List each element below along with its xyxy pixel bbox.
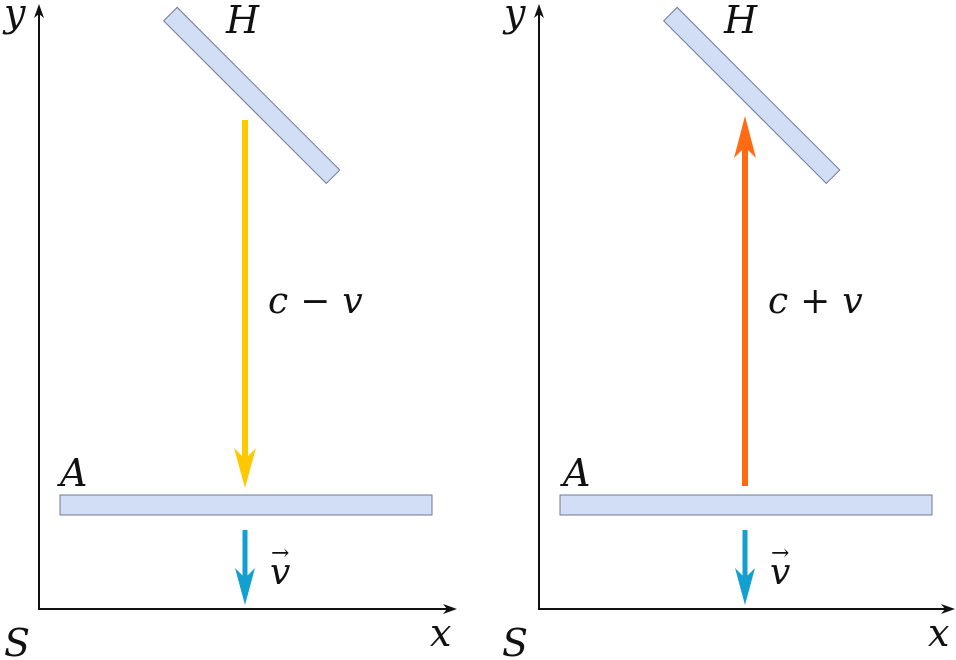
coordinate-axes (534, 4, 955, 614)
light-beam-down (234, 120, 256, 488)
y-axis-label: y (2, 0, 26, 35)
frame-label: S (502, 621, 528, 660)
beam-speed-operator: − (300, 281, 330, 322)
x-axis-label: x (928, 611, 949, 655)
beam-speed-label: c−v (268, 281, 363, 322)
mirror-h-label: H (723, 0, 758, 42)
velocity-arrow (735, 530, 755, 605)
beam-speed-c: c (768, 281, 788, 322)
light-beam-up (734, 116, 756, 486)
mirror-a-plate (59, 494, 433, 516)
x-axis-arrowhead (941, 604, 955, 614)
mirror-h-label: H (225, 0, 260, 42)
y-axis-arrowhead (534, 4, 544, 18)
mirror-h-plate (162, 6, 341, 185)
velocity-letter: v (770, 552, 790, 593)
velocity-arrowhead (235, 568, 255, 605)
x-axis-arrowhead (443, 604, 457, 614)
y-axis-arrowhead (34, 4, 44, 18)
beam-speed-v: v (842, 281, 862, 322)
beam-speed-label: c + v (768, 281, 863, 322)
mirror-a-plate (559, 494, 933, 516)
x-axis-label: x (430, 611, 451, 655)
velocity-arrow (235, 530, 255, 605)
beam-arrowhead (734, 116, 756, 158)
velocity-vector-arrow: → (271, 541, 289, 566)
panel-right: y x S H c + v A v → (502, 0, 955, 660)
coordinate-axes (34, 4, 457, 614)
mirror-a-label: A (57, 451, 87, 495)
velocity-arrowhead (735, 568, 755, 605)
mirror-h (662, 6, 841, 185)
panel-left: y x S H c−v A v → (2, 0, 457, 660)
beam-speed-v: v (342, 281, 362, 322)
mirror-h-plate (662, 6, 841, 185)
beam-arrowhead (234, 448, 256, 488)
mirror-h (162, 6, 341, 185)
velocity-letter: v (270, 552, 290, 593)
beam-speed-operator: + (800, 281, 830, 322)
velocity-label: v → (270, 541, 290, 593)
mirror-a-label: A (560, 451, 590, 495)
velocity-label: v → (770, 541, 790, 593)
velocity-vector-arrow: → (771, 541, 789, 566)
y-axis-label: y (502, 0, 526, 35)
beam-speed-c: c (268, 281, 288, 322)
frame-label: S (4, 621, 30, 660)
